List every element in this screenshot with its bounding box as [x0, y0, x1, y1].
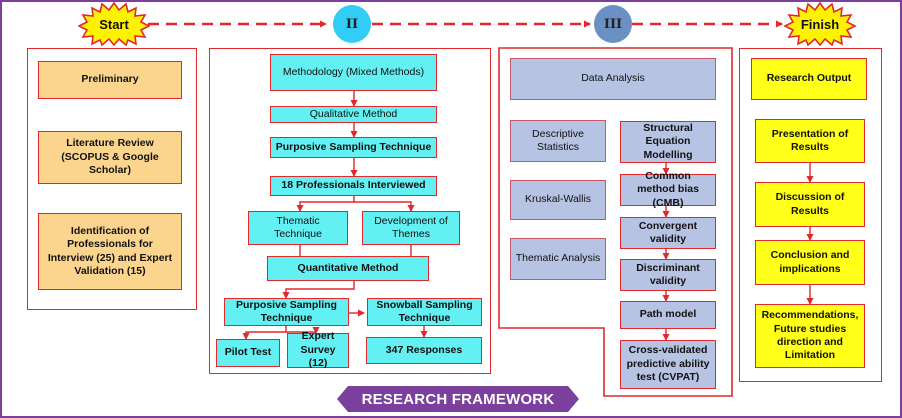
convergent-validity-box: Convergent validity	[620, 217, 716, 249]
descriptive-statistics-box: Descriptive Statistics	[510, 120, 606, 162]
path-model-box: Path model	[620, 301, 716, 329]
start-star-icon	[78, 2, 150, 46]
thematic-analysis-box: Thematic Analysis	[510, 238, 606, 280]
discussion-results-box: Discussion of Results	[755, 182, 865, 227]
kruskal-wallis-box: Kruskal-Wallis	[510, 180, 606, 220]
phase-3-circle: III	[594, 5, 632, 43]
snowball-sampling-box: Snowball Sampling Technique	[367, 298, 482, 326]
finish-star-icon	[783, 2, 857, 46]
pilot-test-box: Pilot Test	[216, 339, 280, 367]
responses-box: 347 Responses	[366, 337, 482, 364]
conclusion-box: Conclusion and implications	[755, 240, 865, 285]
research-output-box: Research Output	[751, 58, 867, 100]
start-label: Start	[99, 16, 129, 32]
recommendations-box: Recommendations, Future studies directio…	[755, 304, 865, 368]
data-analysis-box: Data Analysis	[510, 58, 716, 100]
development-themes-box: Development of Themes	[362, 211, 460, 245]
purposive-sampling-box-2: Purposive Sampling Technique	[224, 298, 349, 326]
qualitative-method-box: Qualitative Method	[270, 106, 437, 123]
banner-title: RESEARCH FRAMEWORK	[361, 390, 555, 408]
sem-box: Structural Equation Modelling	[620, 121, 716, 163]
quantitative-method-box: Quantitative Method	[267, 256, 429, 281]
finish-label: Finish	[800, 16, 840, 32]
phase-2-circle: II	[333, 5, 371, 43]
professionals-interviewed-box: 18 Professionals Interviewed	[270, 176, 437, 196]
cvpat-box: Cross-validated predictive ability test …	[620, 340, 716, 389]
expert-survey-box: Expert Survey (12)	[287, 330, 349, 369]
identification-box: Identification of Professionals for Inte…	[38, 213, 182, 290]
thematic-technique-box: Thematic Technique	[248, 211, 348, 245]
purposive-sampling-box-1: Purposive Sampling Technique	[270, 137, 437, 158]
literature-review-box: Literature Review (SCOPUS & Google Schol…	[38, 131, 182, 184]
banner-shape	[337, 386, 579, 412]
preliminary-box: Preliminary	[38, 61, 182, 99]
cmb-box: Common method bias (CMB)	[620, 170, 716, 209]
presentation-results-box: Presentation of Results	[755, 119, 865, 163]
discriminant-validity-box: Discriminant validity	[620, 259, 716, 291]
methodology-box: Methodology (Mixed Methods)	[270, 54, 437, 91]
